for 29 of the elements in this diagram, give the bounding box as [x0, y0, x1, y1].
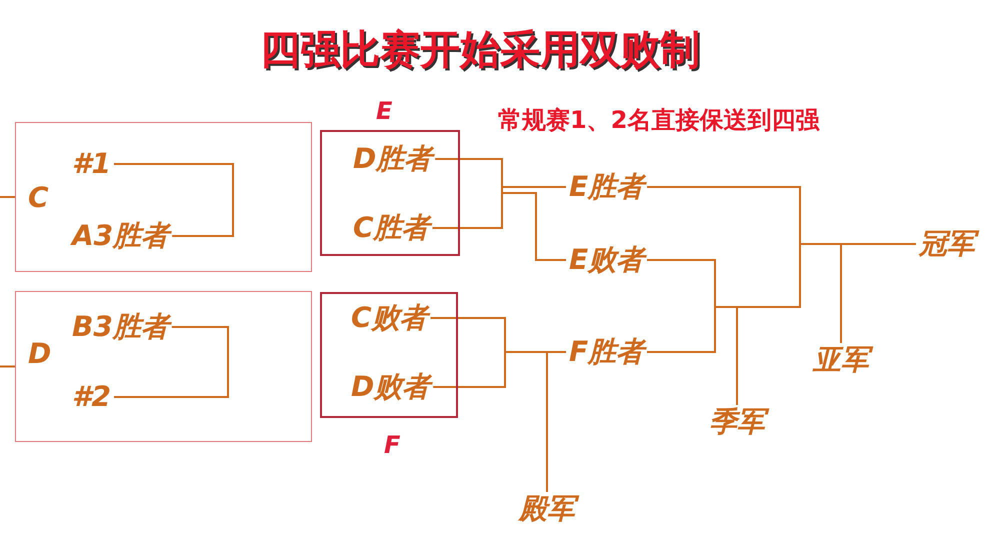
bracket-entry: 亚军	[810, 343, 872, 377]
bracket-entry: E败者	[566, 243, 648, 277]
group-heading: F	[384, 430, 400, 461]
bracket-entry: D胜者	[350, 142, 436, 176]
bracket-line	[114, 163, 234, 237]
bracket-line	[433, 351, 548, 492]
bracket-line	[114, 326, 229, 398]
group-frame	[15, 291, 312, 442]
bracket-entry: D败者	[348, 370, 434, 404]
bracket-entry: #2	[69, 380, 114, 414]
bracket-entry: E胜者	[566, 170, 648, 204]
bracket-entry: C败者	[348, 301, 431, 335]
bracket-entry: 冠军	[916, 227, 978, 261]
bracket-entry: 殿军	[516, 492, 578, 526]
group-frame	[15, 122, 312, 272]
group-heading: E	[376, 96, 392, 127]
bracket-entry: B3胜者	[69, 310, 172, 344]
bracket-entry: 季军	[706, 405, 768, 439]
bracket-line	[0, 196, 15, 198]
bracket-entry: C胜者	[350, 211, 433, 245]
bracket-entry: #1	[69, 147, 114, 181]
bracket-entry: A3胜者	[69, 219, 172, 253]
group-heading: D	[28, 337, 52, 371]
bracket-line	[432, 192, 566, 261]
group-heading: C	[28, 181, 49, 215]
bracket-entry: F胜者	[566, 335, 648, 369]
bracket-line	[0, 366, 15, 368]
title: 四强比赛开始采用双败制	[259, 26, 701, 75]
note-text: 常规赛1、2名直接保送到四强	[498, 105, 820, 136]
